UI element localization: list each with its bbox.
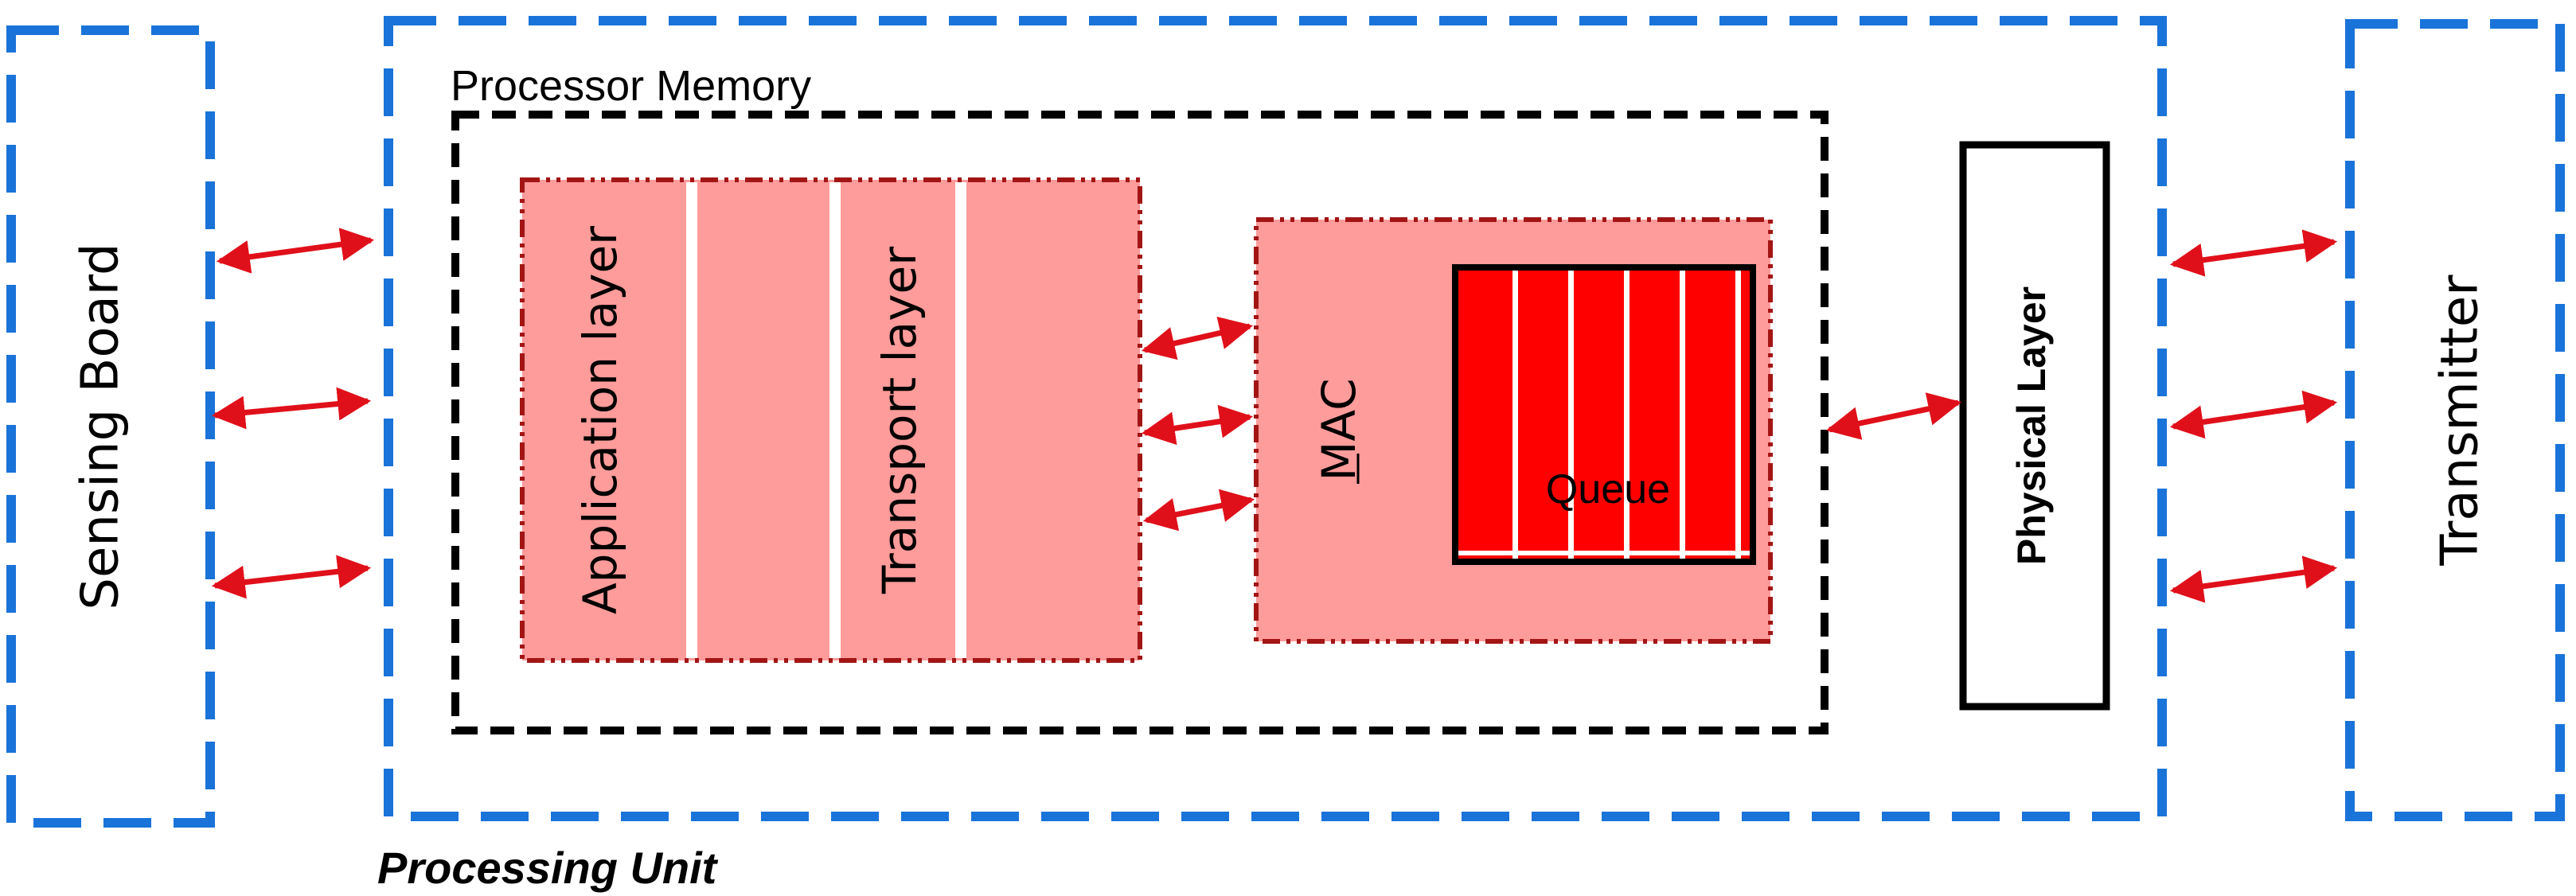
queue-box — [1452, 264, 1756, 565]
transmitter-box — [2345, 19, 2565, 821]
arrows-sensing-to-processing — [211, 228, 375, 599]
application-layer-label: Application layer — [573, 226, 627, 614]
processor-memory-label: Processor Memory — [451, 62, 811, 110]
processor-memory-box — [451, 111, 1829, 734]
queue-label: Queue — [1546, 466, 1670, 512]
arrow-transmitter-1 — [2169, 229, 2338, 277]
layer-divider — [686, 182, 697, 658]
queue-bottom-edge — [1458, 551, 1750, 555]
physical-layer-label: Physical Layer — [2009, 286, 2054, 565]
physical-layer-box — [1959, 141, 2110, 711]
processing-unit-box — [384, 16, 2167, 821]
processing-unit-label: Processing Unit — [377, 843, 719, 893]
queue-slot-divider — [1735, 271, 1741, 559]
layer-divider — [955, 182, 966, 658]
sensing-board-box — [6, 25, 215, 828]
arrow-transport-2 — [1141, 404, 1254, 446]
arrow-sensing-1 — [216, 228, 375, 274]
arrow-memory-to-physical — [1825, 392, 1962, 440]
layer-divider — [829, 182, 841, 658]
arrows-processing-to-transmitter — [2169, 229, 2338, 603]
arrow-transport-3 — [1142, 489, 1255, 532]
arrow-transmitter-2 — [2169, 390, 2338, 439]
arrow-transport-1 — [1141, 316, 1254, 360]
sensing-board-label: Sensing Board — [72, 243, 131, 610]
queue-slot-divider — [1512, 271, 1518, 559]
arrow-transmitter-3 — [2169, 555, 2338, 603]
transport-layer-label: Transport layer — [872, 247, 927, 594]
transmitter-label: Transmitter — [2431, 275, 2490, 567]
arrows-transport-to-mac — [1141, 316, 1255, 532]
arrow-physical — [1825, 392, 1962, 440]
arrow-sensing-3 — [211, 555, 372, 599]
queue-slot-divider — [1680, 271, 1685, 559]
queue-slot-divider — [1624, 271, 1630, 559]
arrow-sensing-2 — [211, 387, 372, 430]
queue-slot-divider — [1568, 271, 1574, 559]
